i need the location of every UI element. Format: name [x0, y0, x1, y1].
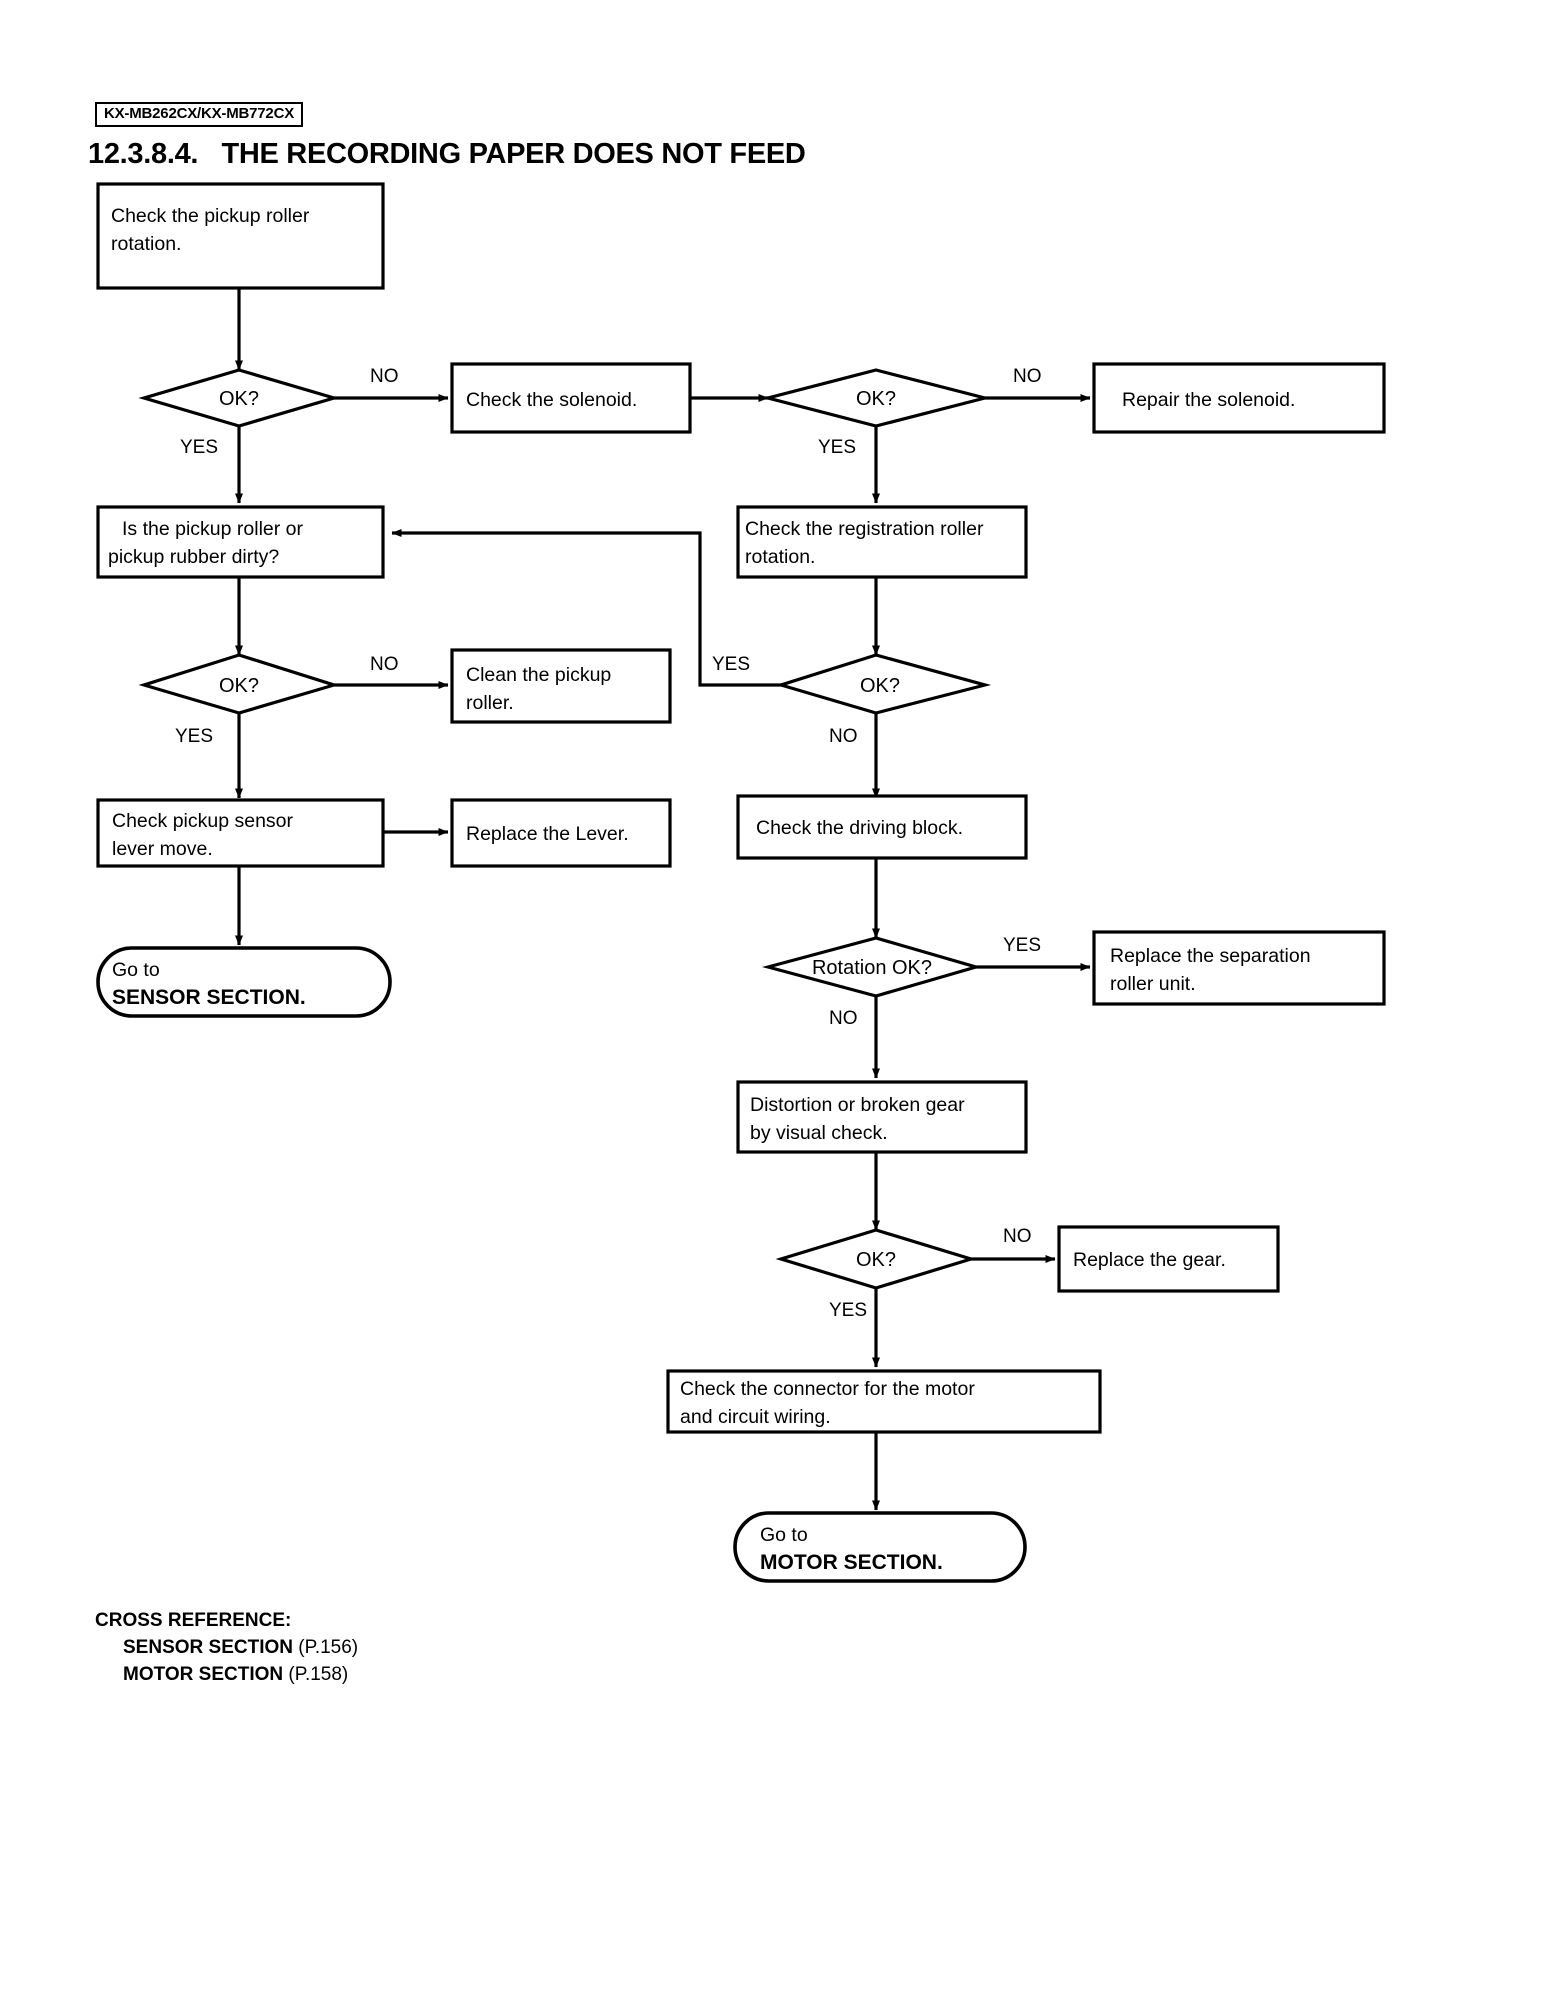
node-text-line1: Check the pickup roller	[111, 205, 310, 227]
terminator-line2: SENSOR SECTION.	[112, 986, 306, 1009]
node-text-line2: rotation.	[111, 233, 181, 255]
branch-label-no: NO	[370, 366, 399, 387]
node-text-line1: Check the connector for the motor	[680, 1378, 975, 1400]
branch-label-yes: YES	[818, 437, 856, 458]
terminator-goto-motor-section: Go to MOTOR SECTION.	[733, 1511, 1027, 1583]
decision-ok-1: OK? NO YES	[138, 366, 399, 458]
node-repair-solenoid: Repair the solenoid.	[1092, 362, 1386, 434]
node-check-driving-block: Check the driving block.	[736, 794, 1028, 860]
node-text-line1: Clean the pickup	[466, 664, 611, 686]
decision-rotation-ok: Rotation OK? YES NO	[761, 935, 1041, 1029]
node-text-line2: rotation.	[745, 546, 815, 568]
cross-reference-name: SENSOR SECTION	[123, 1636, 293, 1658]
node-text-line1: Check pickup sensor	[112, 810, 294, 832]
decision-ok-5: OK? NO YES	[775, 1226, 1032, 1321]
terminator-goto-sensor-section: Go to SENSOR SECTION.	[96, 946, 392, 1018]
node-replace-lever: Replace the Lever.	[450, 798, 672, 868]
terminator-line1: Go to	[760, 1524, 808, 1546]
cross-reference-heading: CROSS REFERENCE:	[95, 1610, 292, 1631]
node-check-pickup-roller-rotation: Check the pickup roller rotation.	[96, 182, 385, 290]
model-tag: KX-MB262CX/KX-MB772CX	[95, 102, 304, 127]
node-replace-gear: Replace the gear.	[1057, 1225, 1280, 1293]
branch-label-no: NO	[1003, 1226, 1032, 1247]
decision-label: OK?	[219, 675, 259, 697]
node-distortion-broken-gear: Distortion or broken gear by visual chec…	[736, 1080, 1028, 1154]
node-text-line1: Is the pickup roller or	[122, 518, 304, 540]
node-text-line1: Replace the gear.	[1073, 1249, 1226, 1271]
node-check-solenoid: Check the solenoid.	[450, 362, 692, 434]
decision-label: OK?	[860, 675, 900, 697]
branch-label-yes: YES	[1003, 935, 1041, 956]
node-text-line2: pickup rubber dirty?	[108, 546, 279, 568]
branch-label-yes: YES	[175, 726, 213, 747]
decision-label: OK?	[856, 1249, 896, 1271]
branch-label-no: NO	[370, 654, 399, 675]
node-text-line1: Check the driving block.	[756, 817, 963, 839]
branch-label-yes: YES	[180, 437, 218, 458]
connector-d4-feedback-n4	[391, 529, 781, 687]
terminator-line2: MOTOR SECTION.	[760, 1551, 943, 1574]
decision-ok-4: OK? YES NO	[712, 653, 992, 747]
node-check-connector-motor-wiring: Check the connector for the motor and ci…	[666, 1369, 1102, 1434]
node-text-line2: lever move.	[112, 838, 213, 860]
node-text-line1: Distortion or broken gear	[750, 1094, 965, 1116]
node-text-line2: and circuit wiring.	[680, 1406, 831, 1428]
terminator-line1: Go to	[112, 959, 160, 981]
decision-ok-3: OK? NO YES	[138, 653, 399, 747]
branch-label-no: NO	[829, 726, 858, 747]
branch-label-no: NO	[1013, 366, 1042, 387]
node-check-registration-roller-rotation: Check the registration roller rotation.	[736, 505, 1028, 579]
node-text-line1: Replace the Lever.	[466, 823, 629, 845]
node-text-line2: roller.	[466, 692, 514, 714]
cross-reference: CROSS REFERENCE: SENSOR SECTION (P.156) …	[95, 1608, 358, 1689]
node-check-pickup-sensor-lever: Check pickup sensor lever move.	[96, 798, 385, 868]
page-title: 12.3.8.4. THE RECORDING PAPER DOES NOT F…	[88, 138, 806, 170]
node-text-line1: Check the registration roller	[745, 518, 984, 540]
node-text-line1: Replace the separation	[1110, 945, 1311, 967]
branch-label-yes: YES	[829, 1300, 867, 1321]
flowchart-diagram: Check the pickup roller rotation. OK? NO…	[96, 182, 1386, 1583]
cross-reference-page: (P.156)	[298, 1636, 359, 1658]
cross-reference-page: (P.158)	[288, 1663, 349, 1685]
node-text-line2: roller unit.	[1110, 973, 1196, 995]
node-clean-pickup-roller: Clean the pickup roller.	[450, 648, 672, 724]
decision-ok-2: OK? NO YES	[761, 366, 1042, 458]
node-text-line1: Repair the solenoid.	[1122, 389, 1295, 411]
decision-label: OK?	[219, 388, 259, 410]
branch-label-yes: YES	[712, 654, 750, 675]
node-pickup-roller-dirty: Is the pickup roller or pickup rubber di…	[96, 505, 385, 579]
cross-reference-item-sensor: SENSOR SECTION (P.156)	[95, 1635, 358, 1662]
node-replace-separation-roller-unit: Replace the separation roller unit.	[1092, 930, 1386, 1006]
branch-label-no: NO	[829, 1008, 858, 1029]
node-text-line1: Check the solenoid.	[466, 389, 637, 411]
decision-label: OK?	[856, 388, 896, 410]
node-text-line2: by visual check.	[750, 1122, 888, 1144]
decision-label: Rotation OK?	[812, 957, 932, 979]
cross-reference-item-motor: MOTOR SECTION (P.158)	[95, 1662, 358, 1689]
cross-reference-name: MOTOR SECTION	[123, 1663, 284, 1685]
